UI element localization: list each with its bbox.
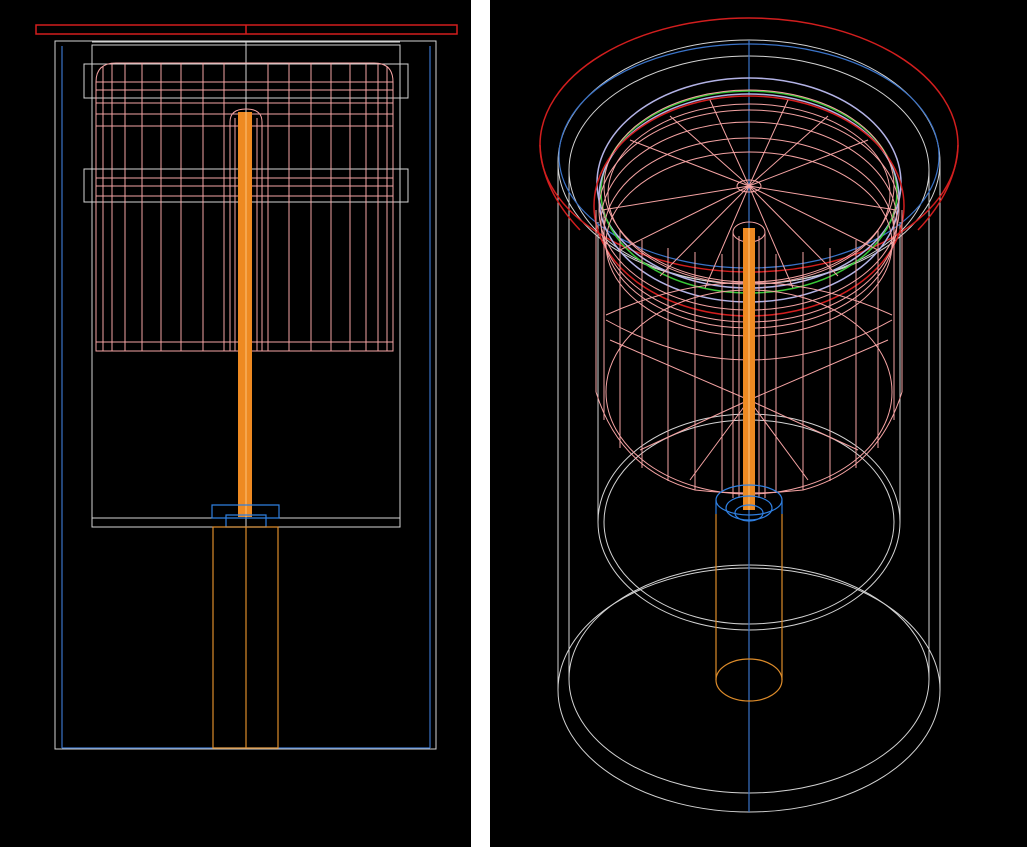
viewport-separator: [471, 0, 490, 847]
base-tube: [213, 527, 278, 748]
drive-shaft: [238, 112, 252, 517]
isometric-view-canvas[interactable]: [490, 0, 1027, 847]
isometric-view-viewport[interactable]: [490, 0, 1027, 847]
front-view-viewport[interactable]: [0, 0, 471, 847]
lid-plate: [36, 25, 457, 34]
drive-shaft: [743, 228, 755, 510]
front-view-canvas[interactable]: [0, 0, 471, 847]
bell-cap: [96, 63, 393, 351]
base-tube: [716, 514, 782, 701]
shaft-coupling: [716, 485, 782, 521]
